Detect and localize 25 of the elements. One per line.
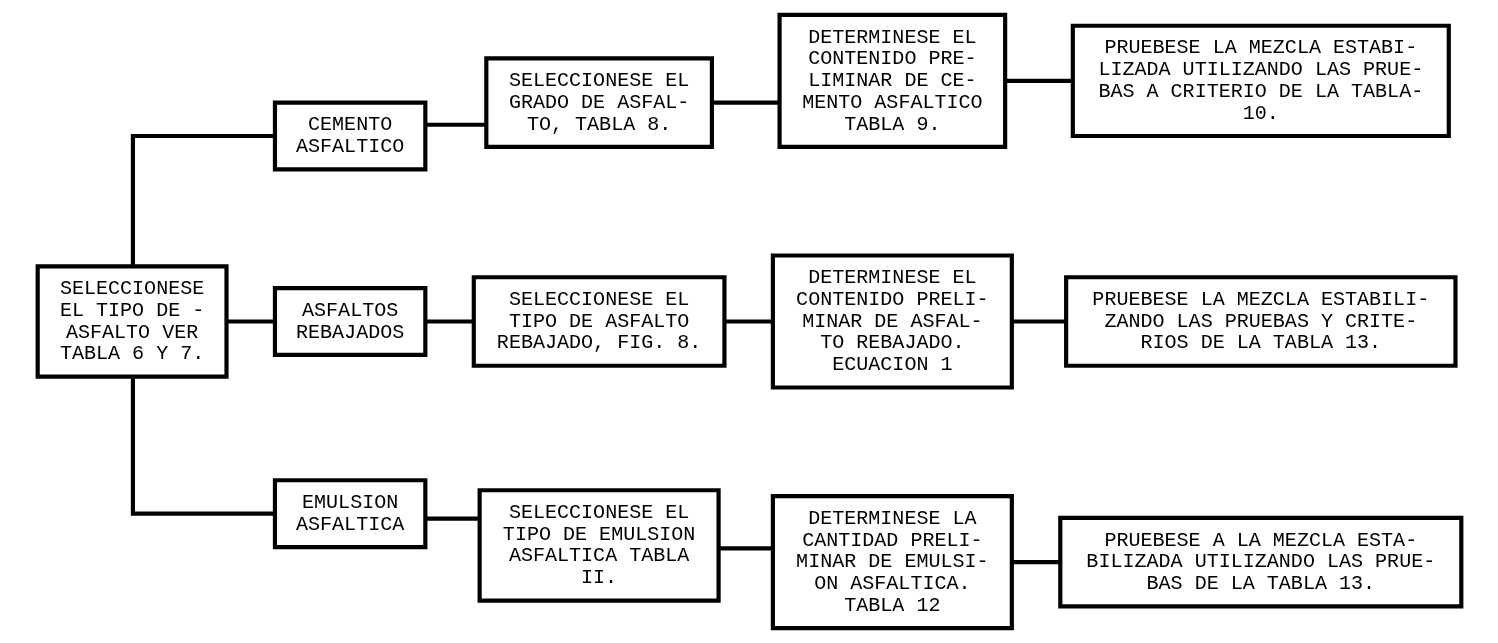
connector <box>1004 78 1073 83</box>
node-box: SELECCIONESE EL GRADO DE ASFAL- TO, TABLA 8. <box>483 56 714 149</box>
connector <box>425 122 486 127</box>
connector <box>718 546 773 551</box>
node-box: DETERMINESE EL CONTENIDO PRELI- MINAR DE ASFAL- TO REBAJADO. ECUACION 1 <box>770 253 1014 390</box>
node-box: DETERMINESE EL CONTENIDO PRE- LIMINAR DE CE- MENTO ASFALTICO TABLA 9. <box>777 12 1007 149</box>
connector <box>226 319 274 324</box>
connector <box>724 319 773 324</box>
node-box: SELECCIONESE EL TIPO DE EMULSION ASFALTICA TABLA II. <box>477 488 721 603</box>
node-box: PRUEBESE LA MEZCLA ESTABI- LIZADA UTILIZANDO LAS PRUE- BAS A CRITERIO DE LA TABLA- 10. <box>1070 23 1451 139</box>
connector <box>130 377 275 516</box>
node-box: EMULSION ASFALTICA <box>272 478 427 550</box>
connector <box>425 319 473 324</box>
connector <box>1011 319 1066 324</box>
node-box: SELECCIONESE EL TIPO DE ASFALTO REBAJADO, FIG. 8. <box>471 275 727 368</box>
connector <box>711 100 779 105</box>
connector <box>130 133 275 267</box>
connector <box>425 516 479 521</box>
node-box: DETERMINESE LA CANTIDAD PRELI- MINAR DE EMULSI- ON ASFALTICA. TABLA 12 <box>770 494 1014 631</box>
node-box: PRUEBESE A LA MEZCLA ESTA- BILIZADA UTILIZANDO LAS PRUE- BAS DE LA TABLA 13. <box>1057 515 1463 609</box>
node-box: CEMENTO ASFALTICO <box>272 100 427 172</box>
node-box: ASFALTOS REBAJADOS <box>272 286 427 357</box>
node-box: PRUEBESE LA MEZCLA ESTABILI- ZANDO LAS PRUEBAS Y CRITE- RIOS DE LA TABLA 13. <box>1063 275 1458 368</box>
node-box: SELECCIONESE EL TIPO DE - ASFALTO VER TABLA 6 Y 7. <box>35 264 229 379</box>
connector <box>1011 560 1060 565</box>
